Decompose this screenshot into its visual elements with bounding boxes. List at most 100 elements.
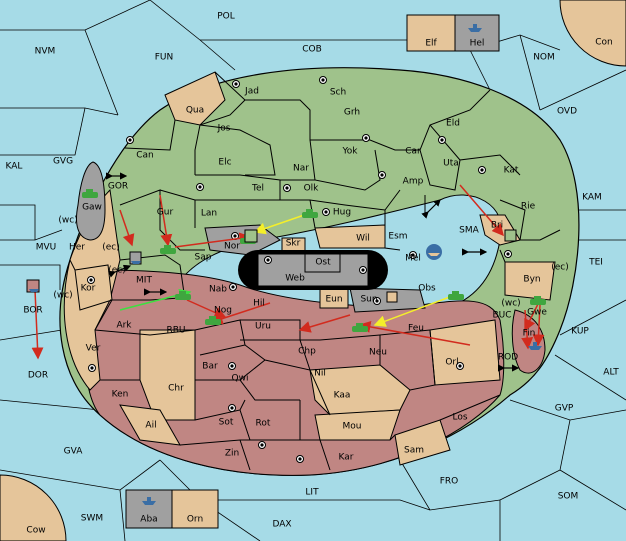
province-label: Gur <box>157 208 174 218</box>
province-label: Qwi <box>232 374 249 384</box>
sea-label: SMA <box>459 226 479 236</box>
army-unit-icon <box>205 316 221 325</box>
province-label: Kor <box>81 284 96 294</box>
province-label: Ost <box>315 258 331 268</box>
legend-top-right-label: Hel <box>470 39 485 49</box>
province-label: Sun <box>360 295 377 305</box>
fleet-icon <box>131 261 141 264</box>
sea-label: FRO <box>440 477 459 487</box>
sea-label: GVA <box>64 447 84 457</box>
land-borders <box>69 71 561 471</box>
province-label: Nab <box>209 285 227 295</box>
sea-label: MIT <box>136 276 152 286</box>
sea-label: ROD <box>498 353 518 363</box>
army-unit-icon <box>302 209 318 218</box>
province-label: Ail <box>145 421 156 431</box>
province-label: Uru <box>255 322 271 332</box>
province-label: Ver <box>86 344 101 354</box>
fleet-icon <box>468 24 482 32</box>
province-label: Ken <box>112 390 129 400</box>
sea-label: (wc) <box>58 216 77 226</box>
province-label: Zin <box>225 449 239 459</box>
province-label: Grh <box>344 108 360 118</box>
sea-label: KAL <box>6 162 23 172</box>
province-label: Jad <box>244 87 259 97</box>
fleet-icon <box>528 342 542 350</box>
province-label: Fin <box>523 329 536 339</box>
province-label: Nor <box>224 242 240 252</box>
sea-label: OVD <box>557 107 577 117</box>
province-label: Esm <box>388 232 407 242</box>
province-qua[interactable] <box>164 71 226 126</box>
province-label: Orl <box>445 358 458 368</box>
province-label: Bri <box>491 221 503 231</box>
province-label: Kar <box>339 453 354 463</box>
province-label: Eun <box>325 295 342 305</box>
province-ost[interactable] <box>304 253 341 273</box>
province-orl[interactable] <box>429 319 501 386</box>
province-wil[interactable] <box>314 224 386 249</box>
sea-label: ALT <box>603 368 619 378</box>
province-label: Chr <box>168 384 184 394</box>
sea-label: SWM <box>81 514 103 524</box>
province-sam[interactable] <box>394 419 451 466</box>
sea-label: FUN <box>155 53 174 63</box>
sea-label: NOM <box>533 53 555 63</box>
province-label: Sam <box>404 446 424 456</box>
province-label: Nar <box>293 164 309 174</box>
sea-label: LIT <box>305 488 319 498</box>
fleet-icon <box>29 289 39 292</box>
army-unit-icon <box>160 245 176 254</box>
province-label: Web <box>285 274 305 284</box>
legend-bottom-left-label: Aba <box>140 515 157 525</box>
dislodged-unit-box <box>504 229 517 242</box>
units <box>26 189 546 350</box>
sea-label: COB <box>302 45 322 55</box>
province-label: Hug <box>333 208 351 218</box>
sea-label: GVG <box>53 157 73 167</box>
province-label: Ark <box>116 321 132 331</box>
province-byn[interactable] <box>504 261 556 301</box>
province-label: Eld <box>446 119 460 129</box>
army-unit-icon <box>448 291 464 300</box>
province-con[interactable] <box>559 0 626 67</box>
province-cow[interactable] <box>0 474 67 541</box>
sea-label: KAM <box>582 193 602 203</box>
province-label: Uta <box>443 159 459 169</box>
province-label: Gwe <box>527 308 547 318</box>
province-chr[interactable] <box>139 329 196 421</box>
province-label: Her <box>69 243 85 253</box>
province-label: Chp <box>298 347 316 357</box>
sea-labels: POL NVM FUN COB NOM Con OVD KAL GVG GOR … <box>6 12 620 536</box>
province-gaw[interactable] <box>76 161 106 241</box>
sea-label: DOR <box>28 371 48 381</box>
sea-label: KUP <box>571 327 589 337</box>
dislodged-unit-box <box>386 291 398 303</box>
fleet-icon <box>142 497 156 505</box>
sea-label: DAX <box>272 520 291 530</box>
province-label: Hil <box>253 299 265 309</box>
province-label: Feu <box>408 324 424 334</box>
army-unit-icon <box>352 323 368 332</box>
province-label: Rot <box>256 419 271 429</box>
province-label: Amp <box>403 177 424 187</box>
legend-bottom-right-label: Orn <box>187 515 203 525</box>
province-label: Obs <box>418 284 436 294</box>
province-label: Kaa <box>334 391 351 401</box>
province-label: Car <box>405 147 421 157</box>
sea-label: (ec) <box>551 263 569 273</box>
province-label: Wil <box>356 234 370 244</box>
army-unit-icon <box>175 291 191 300</box>
province-label: Byn <box>523 275 540 285</box>
province-label: Can <box>136 151 154 161</box>
province-label: Skr <box>286 239 301 249</box>
army-unit-icon <box>82 189 98 198</box>
sea-label: RBU <box>166 326 185 336</box>
sea-label: TEI <box>588 258 603 268</box>
legend-top-left-label: Elf <box>425 39 437 49</box>
sea-label: POL <box>217 12 235 22</box>
province-label: Yok <box>341 147 358 157</box>
sea-label: Cow <box>26 526 45 536</box>
fleet-icon <box>426 244 442 260</box>
